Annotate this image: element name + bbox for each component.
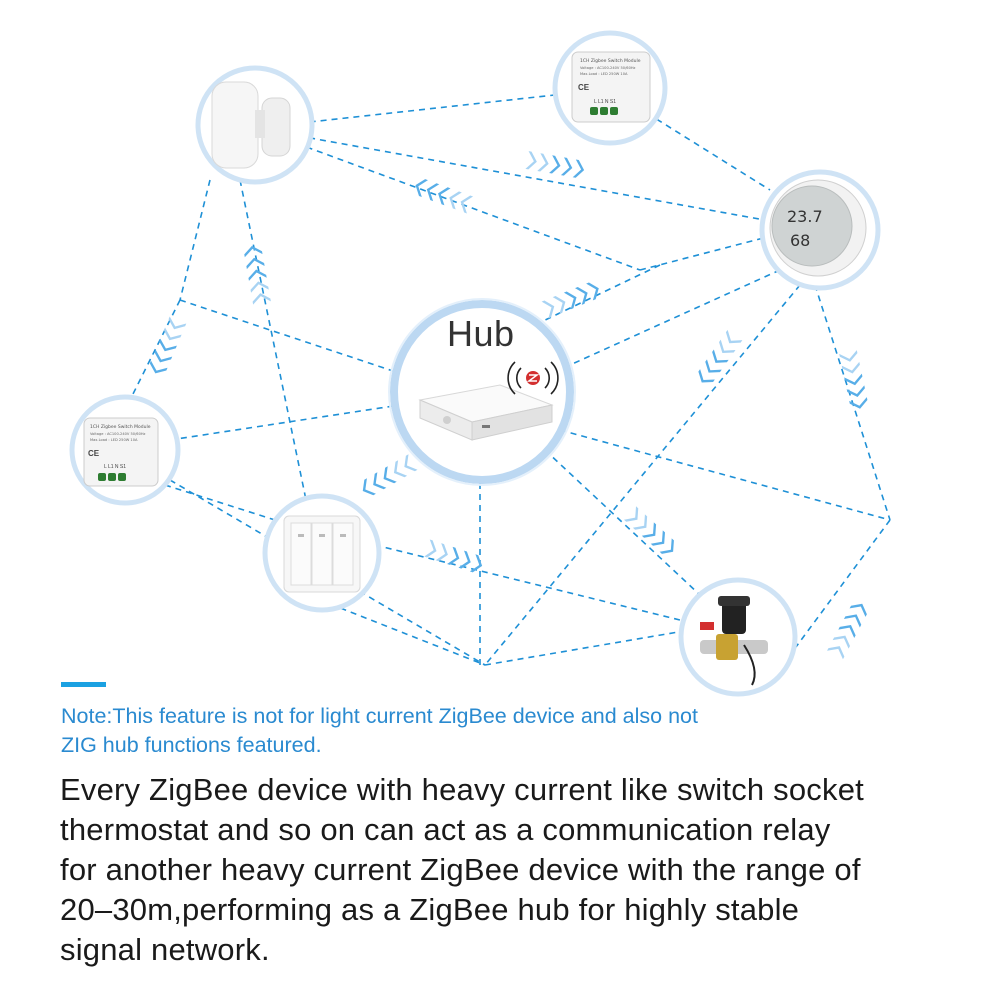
hub-label: Hub: [447, 313, 515, 354]
module-ce-mark: CE: [578, 83, 590, 92]
valve-node: [678, 577, 798, 697]
hub-node: [388, 298, 576, 486]
switch-module-top-node: 1CH Zigbee Switch Module Voltage : AC100…: [552, 30, 668, 146]
valve-controller-icon: [700, 596, 768, 686]
thermo-humidity-readout: 68: [790, 231, 810, 250]
note-line: ZIG hub functions featured.: [61, 733, 322, 757]
thermometer-node: 23.7 68: [759, 169, 881, 291]
description-text: Every ZigBee device with heavy current l…: [60, 770, 980, 970]
switch-module-icon: 1CH Zigbee Switch Module Voltage : AC100…: [83, 417, 159, 487]
hub-icon: [418, 384, 554, 441]
zigbee-signal-icon: [507, 361, 559, 395]
thermo-hygrometer-icon: 23.7 68: [769, 179, 867, 277]
note-text: Note:This feature is not for light curre…: [61, 702, 941, 760]
module-ce-mark: CE: [88, 449, 100, 458]
module-load: Max.Load : LED 250W 10A: [580, 72, 628, 76]
thermo-temp-readout: 23.7: [787, 207, 823, 226]
description-line: Every ZigBee device with heavy current l…: [60, 772, 864, 807]
module-load: Max.Load : LED 250W 10A: [90, 438, 138, 442]
description-line: thermostat and so on can act as a commun…: [60, 812, 831, 847]
switch-module-icon: 1CH Zigbee Switch Module Voltage : AC100…: [571, 51, 651, 123]
note-accent-bar: [61, 682, 106, 687]
note-line: Note:This feature is not for light curre…: [61, 704, 698, 728]
description-line: 20–30m,performing as a ZigBee hub for hi…: [60, 892, 800, 927]
description-line: signal network.: [60, 932, 270, 967]
switch-module-left-node: 1CH Zigbee Switch Module Voltage : AC100…: [69, 394, 181, 506]
module-terminals: L L1 N S1: [104, 464, 126, 470]
wall-switch-icon: [283, 515, 361, 593]
module-title: 1CH Zigbee Switch Module: [580, 58, 641, 64]
module-voltage: Voltage : AC100-240V 50/60Hz: [580, 66, 636, 70]
wall-switch-node: [262, 493, 382, 613]
door-sensor-icon: [211, 81, 291, 169]
module-title: 1CH Zigbee Switch Module: [90, 424, 151, 430]
door-sensor-node: [195, 65, 315, 185]
module-voltage: Voltage : AC100-240V 50/60Hz: [90, 432, 146, 436]
module-terminals: L L1 N S1: [594, 99, 616, 105]
description-line: for another heavy current ZigBee device …: [60, 852, 861, 887]
